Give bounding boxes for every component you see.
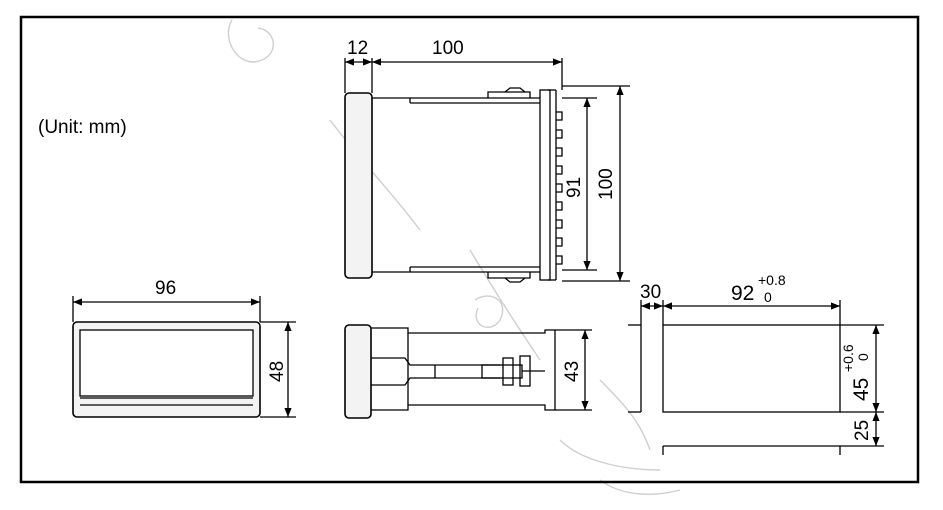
panel-cutout bbox=[628, 300, 884, 455]
side-bezel bbox=[344, 92, 373, 279]
dim-cutout-height: 45 bbox=[850, 378, 873, 401]
unit-note: (Unit: mm) bbox=[38, 117, 127, 138]
top-view bbox=[344, 324, 592, 419]
dim-side-depth-front: 12 bbox=[347, 38, 368, 59]
top-bezel bbox=[344, 324, 372, 419]
dim-cutout-gap-v: 25 bbox=[852, 420, 873, 441]
cutout-rect bbox=[662, 324, 841, 413]
dim-cutout-gap-h: 30 bbox=[640, 282, 661, 303]
dim-side-depth-body: 100 bbox=[432, 38, 464, 59]
dim-side-height-outer: 100 bbox=[596, 168, 617, 200]
dim-cutout-height-tol-upper: +0.6 bbox=[840, 344, 856, 372]
dim-top-height: 43 bbox=[562, 361, 583, 382]
dim-cutout-height-tol-lower: 0 bbox=[855, 353, 871, 361]
dim-cutout-width: 92 bbox=[731, 282, 754, 305]
watermark bbox=[227, 19, 681, 495]
dim-cutout-width-tol-lower: 0 bbox=[764, 289, 772, 305]
dim-front-height: 48 bbox=[267, 361, 288, 382]
dim-front-width: 96 bbox=[155, 278, 176, 299]
drawing-frame bbox=[19, 15, 920, 484]
side-view bbox=[344, 58, 630, 283]
front-view bbox=[72, 296, 296, 418]
dim-cutout-width-tol-upper: +0.8 bbox=[758, 272, 786, 288]
dim-side-height-inner: 91 bbox=[564, 177, 585, 198]
